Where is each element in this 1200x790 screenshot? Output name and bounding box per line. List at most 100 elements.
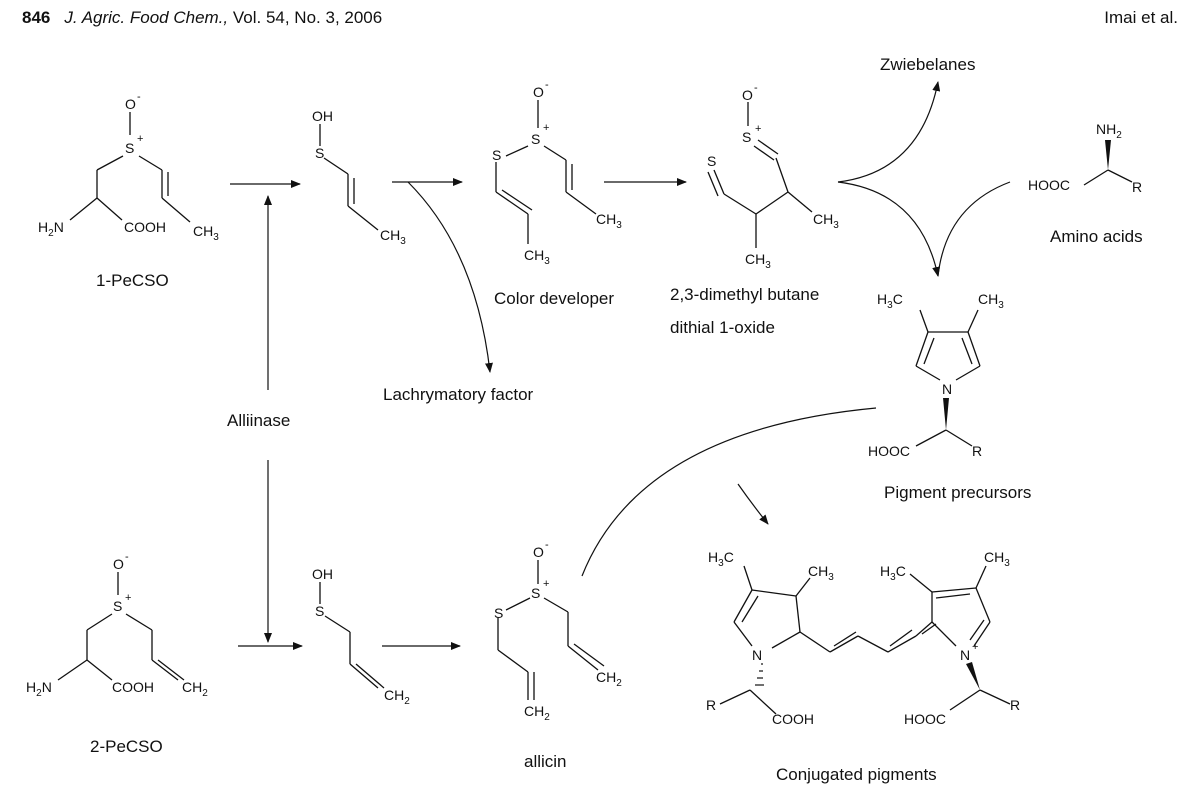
atom-h3c: H — [880, 563, 890, 579]
atom-hooc: HOOC — [1028, 177, 1070, 193]
label-pigment-precursors: Pigment precursors — [884, 483, 1031, 502]
label-allicin: allicin — [524, 752, 567, 771]
atom-s-plus: S — [113, 598, 122, 614]
svg-text:NH2: NH2 — [1096, 121, 1122, 141]
svg-text:H3C: H3C — [708, 549, 734, 569]
label-amino-acids: Amino acids — [1050, 227, 1143, 246]
atom-nh2: NH — [1096, 121, 1116, 137]
svg-text:CH3: CH3 — [978, 291, 1004, 311]
structure-pigment-precursor — [915, 309, 981, 447]
atom-r: R — [1010, 697, 1020, 713]
structure-allylsulfenic-acid — [319, 582, 385, 689]
structure-conjugated-pigment — [719, 565, 1011, 715]
svg-text:H3C: H3C — [877, 291, 903, 311]
atom-o: O — [533, 84, 544, 100]
charge-plus: + — [543, 122, 549, 134]
atom-ch2: CH — [384, 687, 404, 703]
atom-o: O — [125, 96, 136, 112]
svg-text:CH3: CH3 — [524, 247, 550, 267]
atom-r: R — [706, 697, 716, 713]
atom-s-plus: S — [531, 585, 540, 601]
label-dithial-line1: 2,3-dimethyl butane — [670, 285, 819, 304]
charge-minus: - — [125, 551, 129, 563]
structure-dithial-oxide — [707, 102, 813, 248]
svg-text:H2N: H2N — [38, 219, 64, 239]
charge-plus: + — [125, 592, 131, 604]
svg-text:CH2: CH2 — [524, 703, 550, 723]
atom-ch3: CH — [813, 211, 833, 227]
atom-h2n: H — [38, 219, 48, 235]
label-conjugated-pigments: Conjugated pigments — [776, 765, 937, 784]
atom-o: O — [113, 556, 124, 572]
atom-s: S — [707, 153, 716, 169]
atom-s: S — [315, 145, 324, 161]
charge-minus: - — [545, 79, 549, 91]
compound-labels: 1-PeCSO 2-PeCSO Alliinase Color develope… — [90, 55, 1143, 784]
atom-cooh: COOH — [124, 219, 166, 235]
svg-text:CH3: CH3 — [193, 223, 219, 243]
volume-info: Vol. 54, No. 3, 2006 — [232, 8, 383, 27]
label-zwiebelanes: Zwiebelanes — [880, 55, 975, 74]
label-dithial-line2: dithial 1-oxide — [670, 318, 775, 337]
atom-hooc: HOOC — [904, 711, 946, 727]
structure-propenesulfenic-acid — [319, 124, 379, 231]
svg-text:CH2: CH2 — [384, 687, 410, 707]
atom-s: S — [315, 603, 324, 619]
atom-o: O — [742, 87, 753, 103]
svg-text:CH3: CH3 — [808, 563, 834, 583]
structure-color-developer — [495, 100, 597, 244]
atom-o: O — [533, 544, 544, 560]
atom-cooh: COOH — [772, 711, 814, 727]
svg-text:H2N: H2N — [26, 679, 52, 699]
svg-text:CH3: CH3 — [380, 227, 406, 247]
atom-h2n: H — [26, 679, 36, 695]
atom-hooc: HOOC — [868, 443, 910, 459]
atom-labels: O - S + H2N COOH CH3 O - S + H2N COOH CH… — [26, 79, 1142, 727]
atom-ch3: CH — [808, 563, 828, 579]
atom-n-plus: N — [960, 647, 970, 663]
atom-r: R — [972, 443, 982, 459]
label-2-pecso: 2-PeCSO — [90, 737, 163, 756]
atom-oh: OH — [312, 108, 333, 124]
svg-text:CH3: CH3 — [984, 549, 1010, 569]
atom-ch2: CH — [524, 703, 544, 719]
structure-1-pecso — [69, 112, 191, 223]
journal-name: J. Agric. Food Chem., — [64, 8, 229, 27]
label-color-developer: Color developer — [494, 289, 614, 308]
page-number: 846 — [22, 8, 51, 27]
svg-text:H3C: H3C — [880, 563, 906, 583]
atom-s: S — [492, 147, 501, 163]
hashed-wedge — [755, 663, 764, 686]
atom-ch3: CH — [596, 211, 616, 227]
structure-allicin — [497, 560, 605, 700]
atom-r: R — [1132, 179, 1142, 195]
atom-n: N — [942, 381, 952, 397]
atom-ch2: CH — [182, 679, 202, 695]
charge-minus: - — [545, 539, 549, 551]
structure-amino-acid — [1083, 169, 1133, 186]
charge-minus: - — [754, 82, 758, 94]
svg-text:CH3: CH3 — [745, 251, 771, 271]
charge-plus: + — [755, 123, 761, 135]
svg-text:CH3: CH3 — [813, 211, 839, 231]
atom-n: N — [752, 647, 762, 663]
label-1-pecso: 1-PeCSO — [96, 271, 169, 290]
charge-minus: - — [137, 91, 141, 103]
atom-h3c: H — [877, 291, 887, 307]
authors: Imai et al. — [1104, 8, 1178, 27]
reaction-arrows — [230, 81, 1011, 650]
atom-s-plus: S — [531, 131, 540, 147]
structure-2-pecso — [57, 572, 185, 681]
atom-s-plus: S — [742, 129, 751, 145]
atom-ch3: CH — [193, 223, 213, 239]
atom-cooh: COOH — [112, 679, 154, 695]
atom-ch3: CH — [978, 291, 998, 307]
atom-ch2: CH — [596, 669, 616, 685]
charge-plus: + — [543, 578, 549, 590]
charge-plus: + — [137, 133, 143, 145]
label-alliinase: Alliinase — [227, 411, 290, 430]
atom-oh: OH — [312, 566, 333, 582]
svg-text:CH2: CH2 — [596, 669, 622, 689]
atom-h3c: H — [708, 549, 718, 565]
svg-text:CH3: CH3 — [596, 211, 622, 231]
